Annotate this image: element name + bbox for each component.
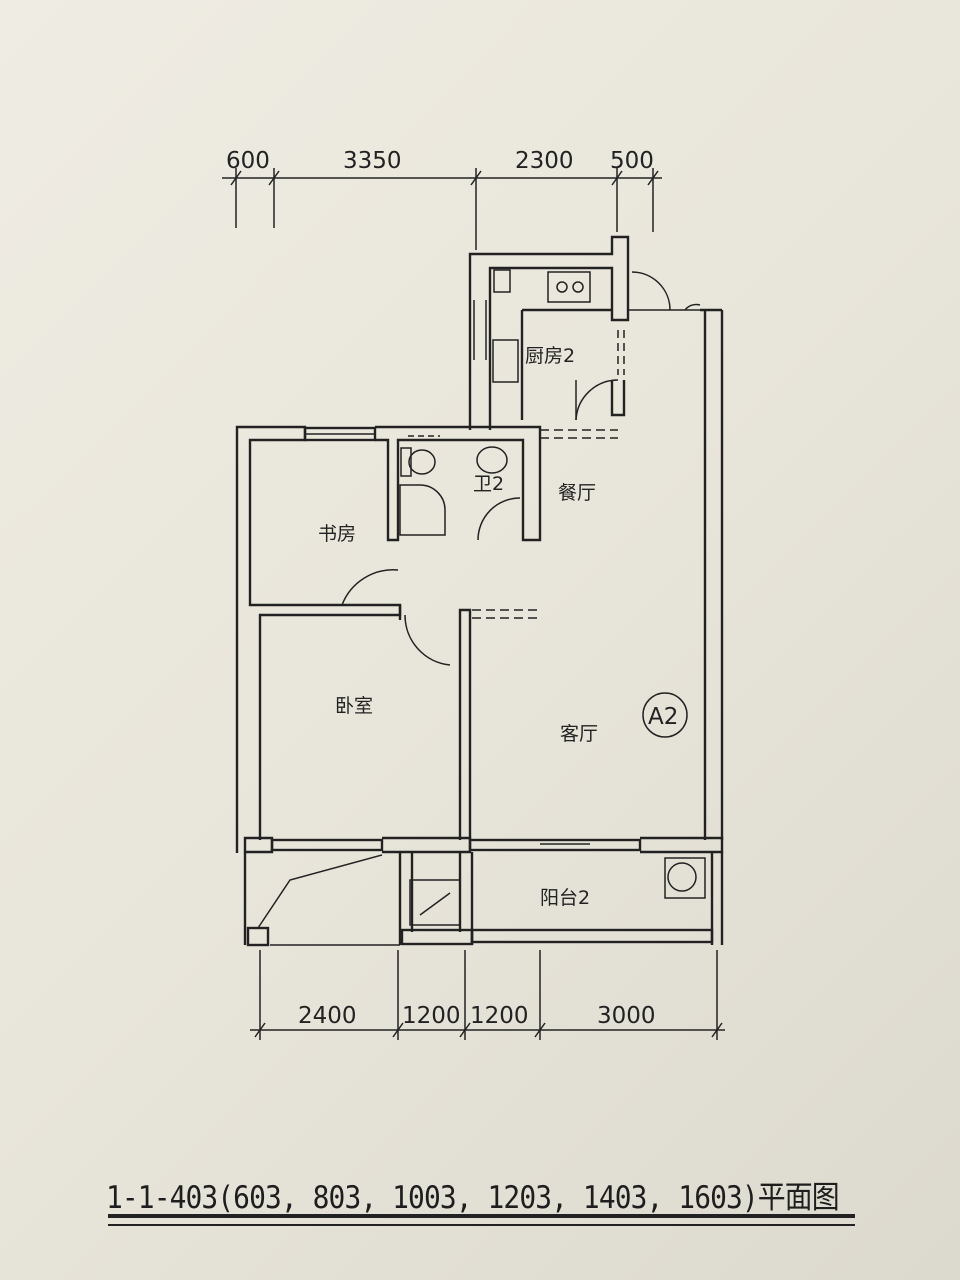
unit-type-badge: A2	[648, 704, 678, 730]
title-underline-thick	[108, 1214, 855, 1218]
room-label-kitchen: 厨房2	[525, 345, 575, 367]
title-underline-thin	[108, 1224, 855, 1226]
top-dim-3350: 3350	[343, 148, 402, 174]
room-label-dining: 餐厅	[558, 482, 596, 504]
bottom-dim-1200-b: 1200	[470, 1003, 529, 1029]
top-dim-500: 500	[610, 148, 654, 174]
top-dimension-line	[222, 168, 662, 250]
room-label-living: 客厅	[560, 723, 598, 745]
unit-type-badge-circle	[642, 692, 688, 738]
bottom-dim-1200-a: 1200	[402, 1003, 461, 1029]
room-label-balcony: 阳台2	[540, 887, 590, 909]
bottom-dimension-line	[250, 950, 725, 1040]
room-label-study: 书房	[318, 523, 356, 545]
top-dim-2300: 2300	[515, 148, 574, 174]
room-label-bedroom: 卧室	[335, 695, 373, 717]
bottom-dim-3000: 3000	[597, 1003, 656, 1029]
bottom-dim-2400: 2400	[298, 1003, 357, 1029]
room-label-bathroom: 卫2	[473, 473, 504, 495]
top-dim-600: 600	[226, 148, 270, 174]
plan-title: 1-1-403(603, 803, 1003, 1203, 1403, 1603…	[106, 1180, 840, 1216]
walls	[235, 235, 724, 947]
